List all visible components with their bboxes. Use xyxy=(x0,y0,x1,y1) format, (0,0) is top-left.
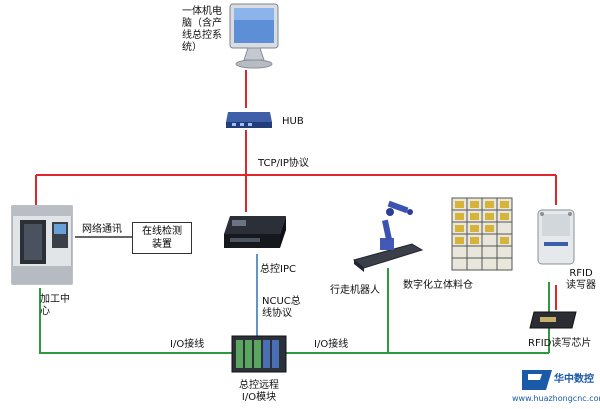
robot-label: 行走机器人 xyxy=(330,285,380,296)
warehouse-label: 数字化立体料仓 xyxy=(403,280,473,291)
brand-name: 华中数控 xyxy=(554,374,594,385)
robot-icon xyxy=(352,200,424,272)
master-ipc-label: 总控IPC xyxy=(260,264,296,275)
rfid-chip-label: RFID读写芯片 xyxy=(528,338,592,349)
computer-label: 一体机电 脑（含产 线总控系 统） xyxy=(182,6,222,53)
io-wiring-left-label: I/O接线 xyxy=(170,339,205,350)
hub-icon xyxy=(226,112,272,128)
ncuc-protocol-label: NCUC总 线协议 xyxy=(262,296,301,319)
rfid-reader-icon xyxy=(537,209,575,265)
network-comm-label: 网络通讯 xyxy=(82,224,122,235)
warehouse-icon xyxy=(451,197,513,271)
io-wiring-right-label: I/O接线 xyxy=(314,339,349,350)
remote-io-label: 总控远程 I/O模块 xyxy=(239,380,279,403)
inspection-device-box: 在线检测 装置 xyxy=(132,222,192,254)
remote-io-icon xyxy=(231,335,287,373)
brand-url: www.huazhongcnc.com xyxy=(512,394,600,403)
machining-center-icon xyxy=(11,205,73,285)
tcpip-protocol-label: TCP/IP协议 xyxy=(258,158,309,169)
monitor-icon xyxy=(229,3,279,69)
ipc-icon xyxy=(224,216,286,248)
io-link-left xyxy=(39,288,232,354)
hnc-logo-icon xyxy=(522,370,552,390)
rfid-reader-label: RFID 读写器 xyxy=(566,268,596,291)
hub-label: HUB xyxy=(282,116,304,127)
rfid-chip-icon xyxy=(529,311,577,329)
machining-center-label: 加工中 心 xyxy=(40,294,70,317)
